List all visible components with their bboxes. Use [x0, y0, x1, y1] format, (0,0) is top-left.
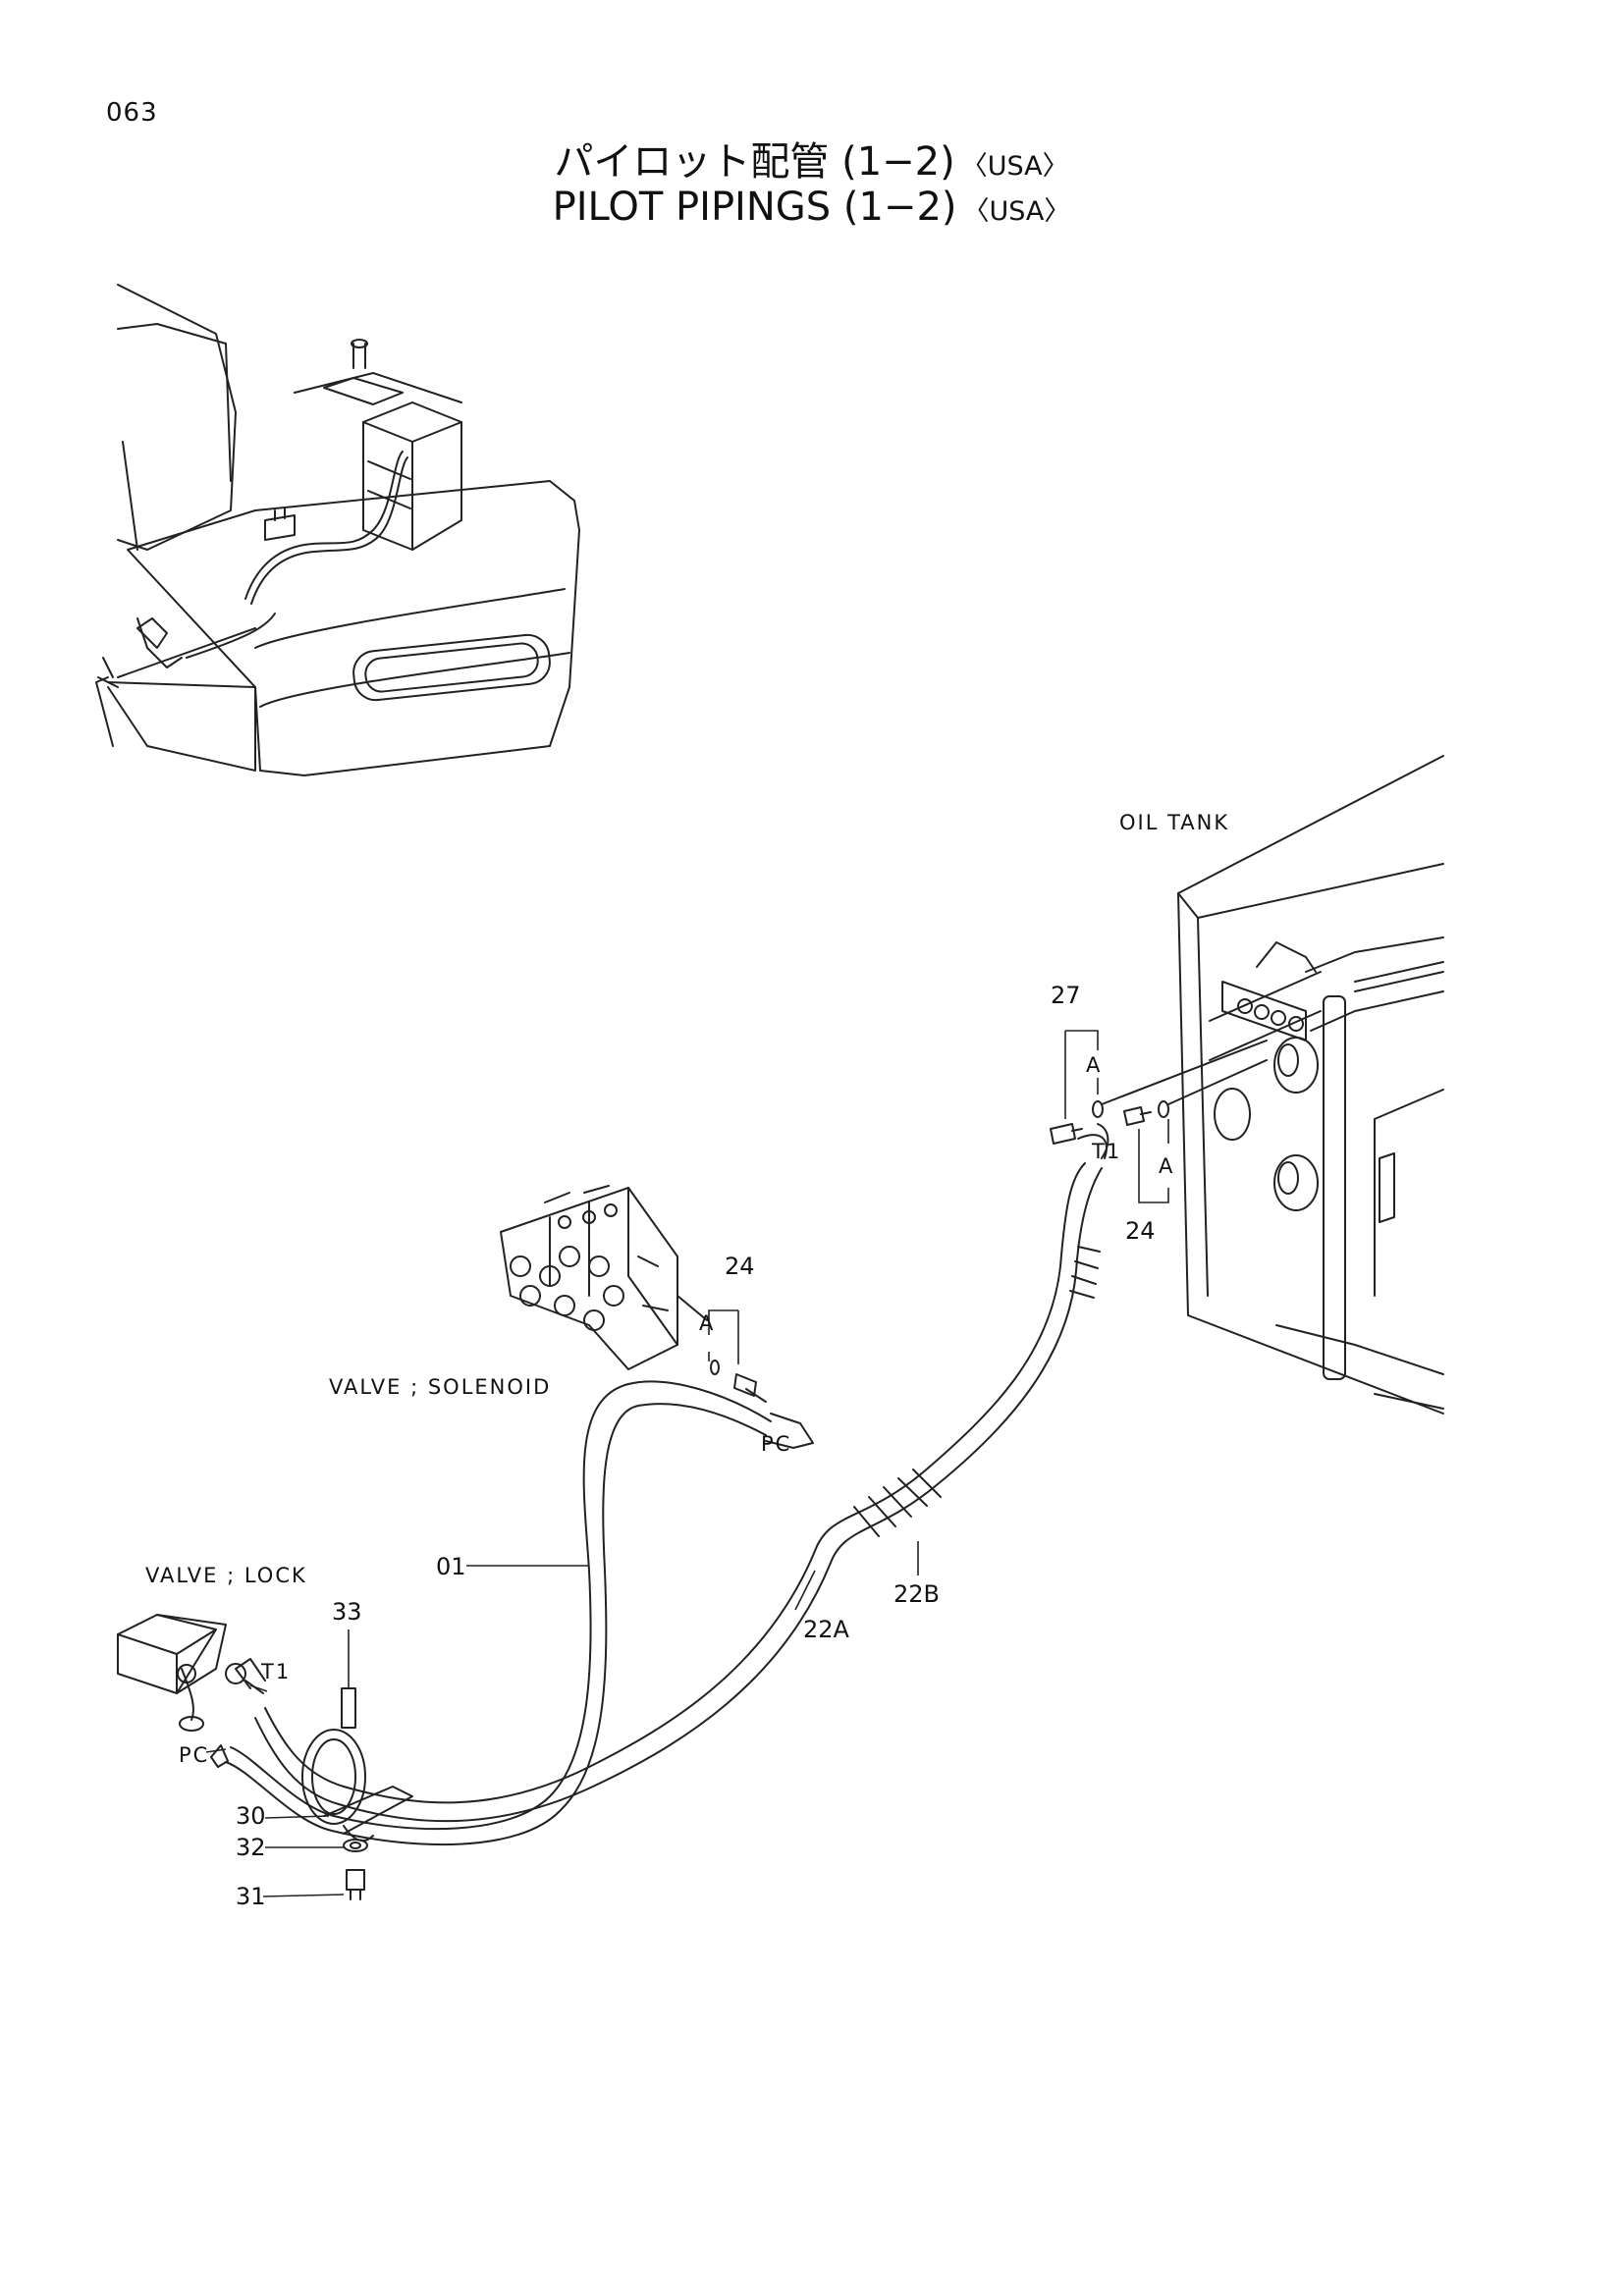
oil-tank-illustration [1177, 755, 1444, 1415]
a-solenoid-label: A [699, 1311, 715, 1335]
a-tank-right-label: A [1159, 1154, 1174, 1178]
tank-fittings [1050, 1040, 1268, 1159]
hose-01 [210, 1380, 814, 1846]
t1-tank-label: T1 [1091, 1140, 1121, 1163]
machine-overview-illustration [95, 284, 580, 776]
callout-30: 30 [236, 1802, 266, 1830]
oil-tank-label: OIL TANK [1119, 811, 1229, 834]
leader-lines [205, 1030, 1169, 1897]
callout-22b: 22B [893, 1580, 940, 1608]
title-english: PILOT PIPINGS (1−2)〈USA〉 [0, 185, 1623, 230]
callout-01: 01 [436, 1553, 466, 1580]
lock-valve-illustration [117, 1614, 264, 1732]
a-tank-left-label: A [1086, 1053, 1102, 1077]
callout-33: 33 [332, 1598, 362, 1626]
solenoid-valve-illustration [500, 1185, 708, 1370]
t1-lock-label: T1 [260, 1660, 291, 1683]
title-english-text: PILOT PIPINGS (1−2) [552, 185, 957, 230]
callout-22a: 22A [803, 1616, 850, 1643]
callout-24-solenoid: 24 [725, 1253, 755, 1280]
callout-32: 32 [236, 1834, 266, 1861]
title-english-suffix: 〈USA〉 [962, 196, 1071, 227]
page-number: 063 [106, 98, 158, 128]
title-japanese: パイロット配管 (1−2)〈USA〉 [0, 130, 1623, 187]
callout-31: 31 [236, 1883, 266, 1910]
clamp-assembly [301, 1687, 413, 1900]
callout-27: 27 [1051, 982, 1081, 1009]
pc-lock-label: PC [179, 1743, 209, 1767]
title-japanese-suffix: 〈USA〉 [960, 151, 1069, 182]
valve-solenoid-label: VALVE ; SOLENOID [329, 1375, 551, 1399]
pc-solenoid-label: PC [761, 1432, 791, 1456]
title-japanese-text: パイロット配管 (1−2) [554, 139, 955, 185]
solenoid-fittings [710, 1360, 767, 1403]
hose-22 [235, 1134, 1108, 1823]
callout-24-tank: 24 [1125, 1217, 1156, 1245]
valve-lock-label: VALVE ; LOCK [145, 1564, 307, 1587]
